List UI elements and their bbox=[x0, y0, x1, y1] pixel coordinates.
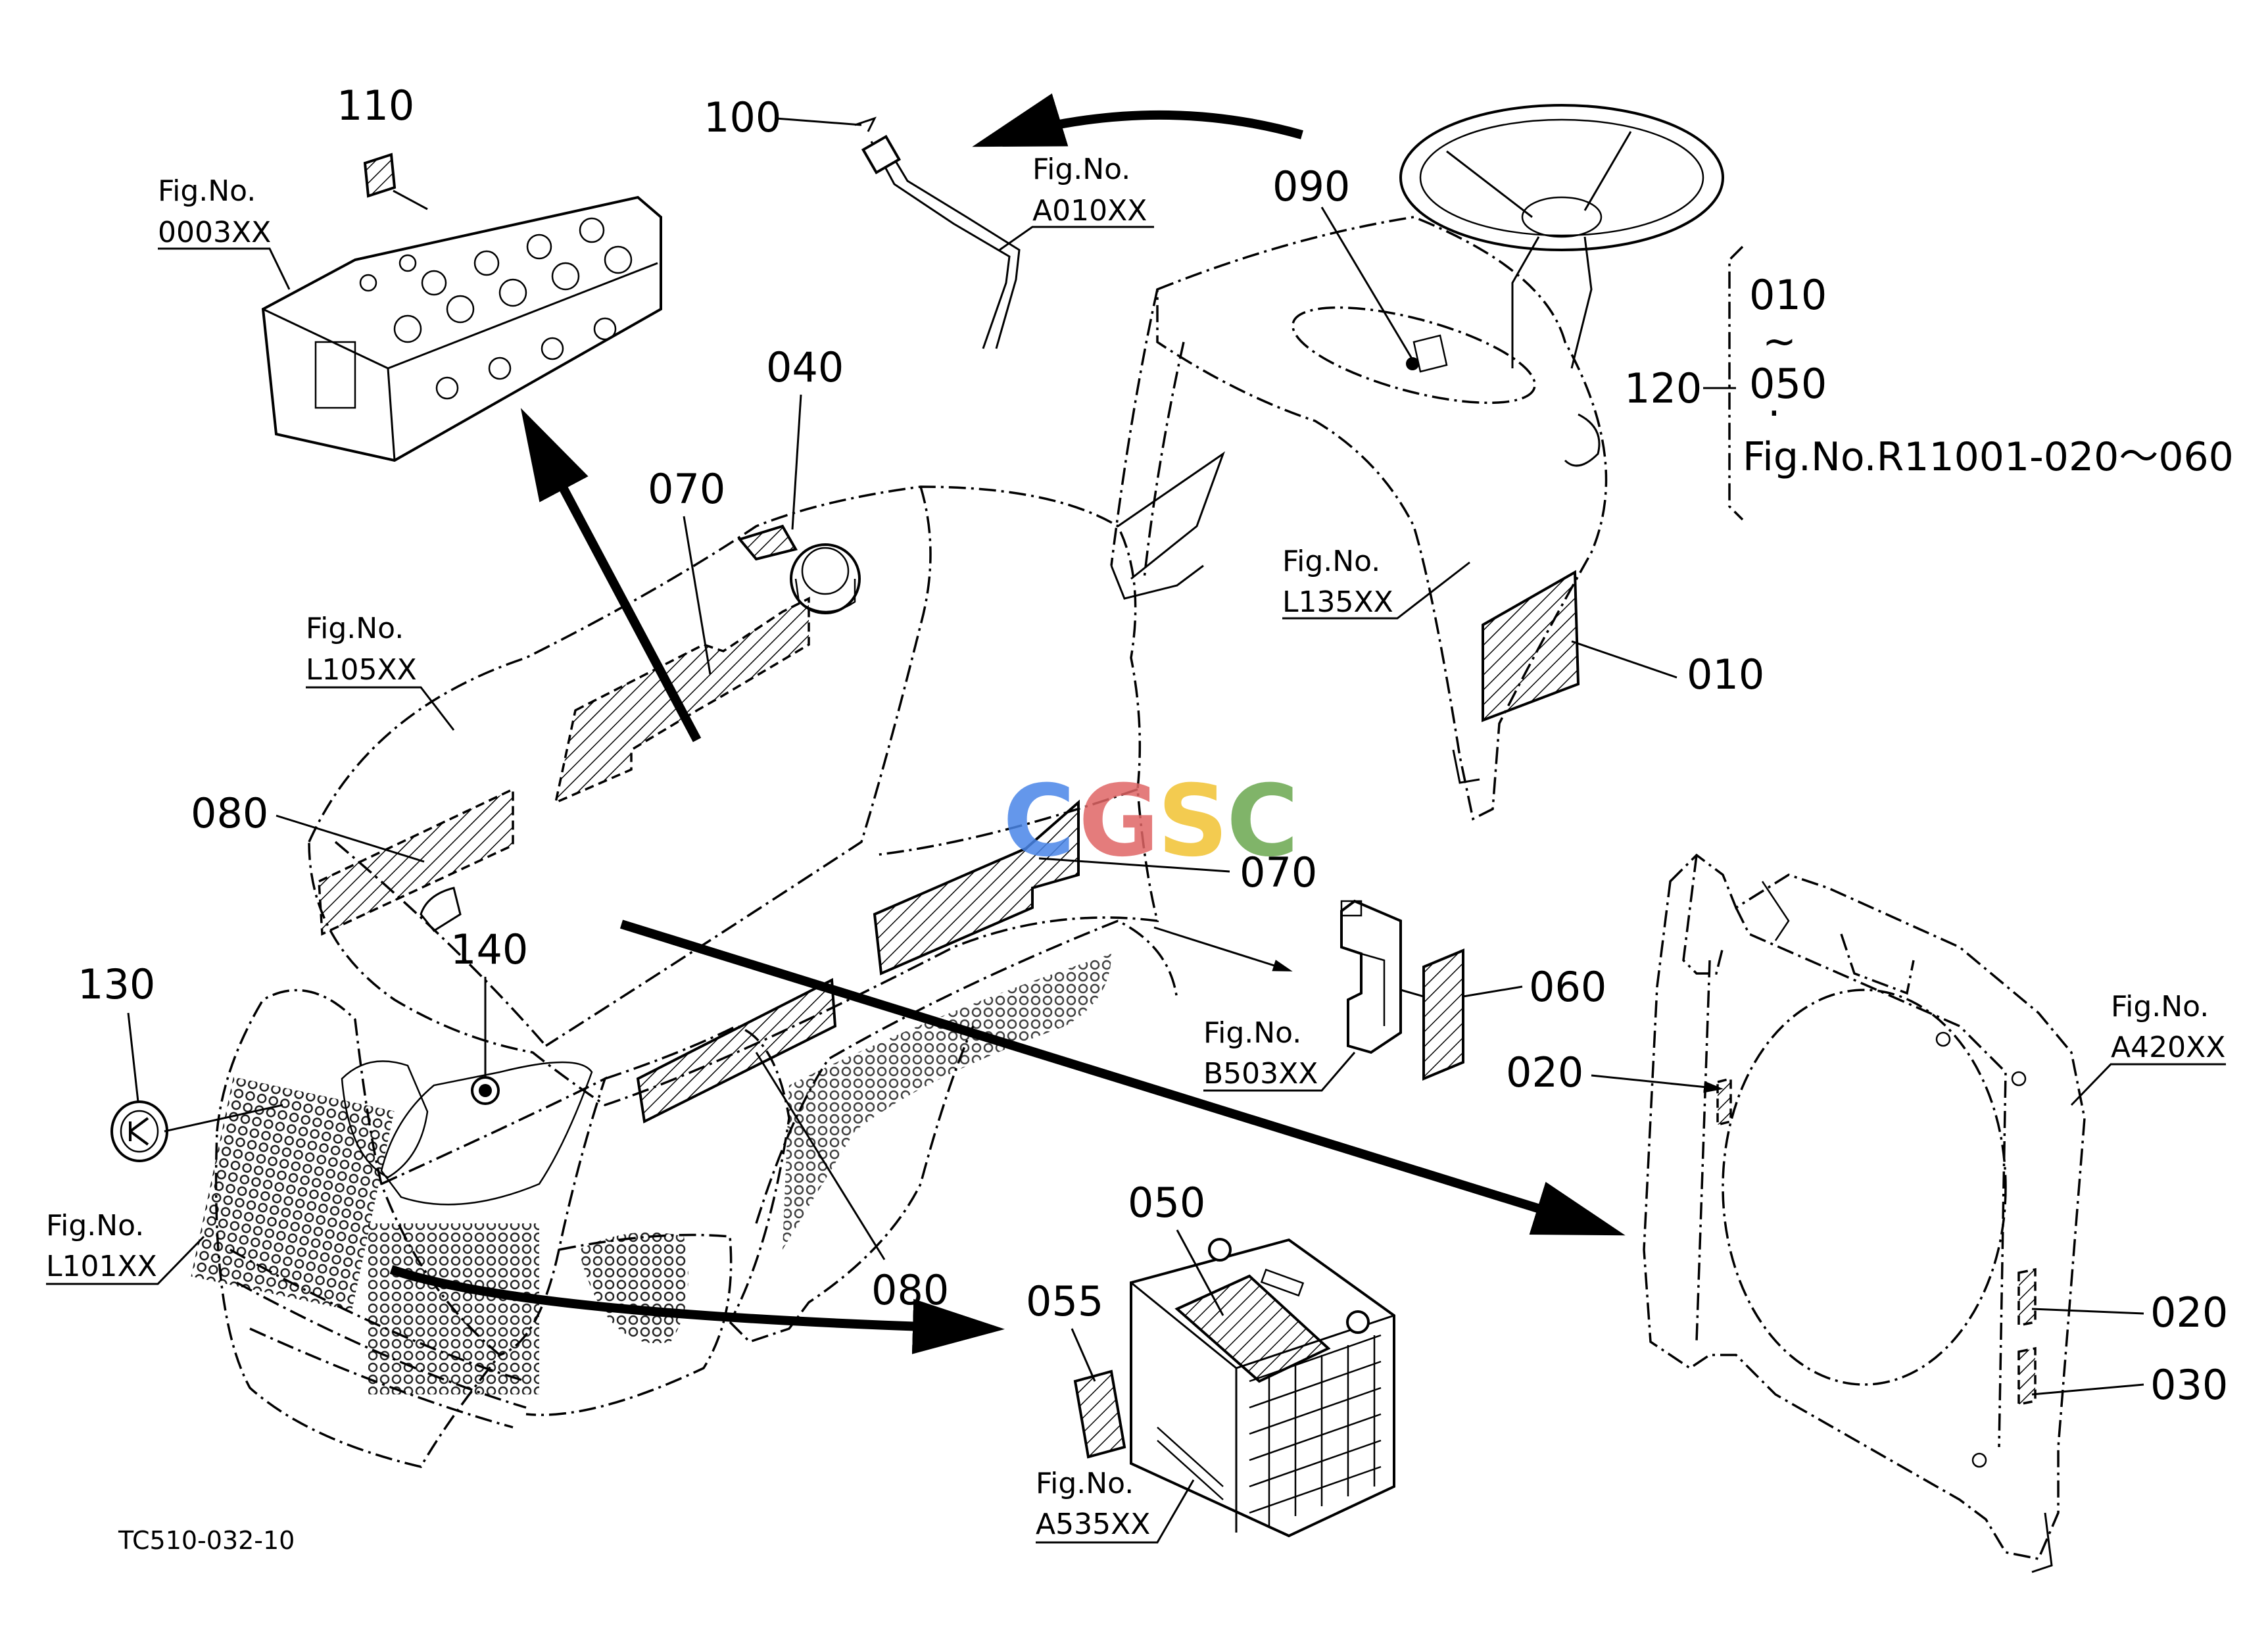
figref-0003-code: 0003XX bbox=[158, 216, 271, 249]
label-tilde: ~ bbox=[1762, 317, 1797, 365]
figref-0003-title: Fig.No. bbox=[158, 174, 256, 208]
decal-080-side bbox=[636, 977, 837, 1124]
label-080-hood: 080 bbox=[191, 789, 268, 837]
figref-L101-code: L101XX bbox=[46, 1250, 157, 1283]
svg-text:S: S bbox=[1157, 764, 1228, 879]
decal-030 bbox=[2017, 1346, 2037, 1406]
label-090: 090 bbox=[1272, 162, 1350, 210]
decal-040 bbox=[737, 524, 798, 561]
figref-L135-title: Fig.No. bbox=[1282, 545, 1380, 578]
arrow-cylinder-head bbox=[520, 408, 702, 743]
figref-A535-code: A535XX bbox=[1036, 1508, 1150, 1541]
decal-110 bbox=[363, 153, 397, 198]
figref-A535-title: Fig.No. bbox=[1036, 1467, 1134, 1500]
decal-070-top bbox=[554, 597, 810, 804]
figref-A010-code: A010XX bbox=[1032, 194, 1147, 228]
figref-L105-code: L105XX bbox=[306, 653, 417, 687]
decal-080-hood bbox=[318, 787, 514, 936]
figref-B503-title: Fig.No. bbox=[1203, 1016, 1301, 1050]
label-140: 140 bbox=[450, 925, 528, 973]
label-050-battery: 050 bbox=[1128, 1179, 1205, 1227]
battery-part bbox=[1130, 1238, 1395, 1538]
label-100: 100 bbox=[704, 93, 781, 141]
label-010-range: 010 bbox=[1749, 271, 1827, 319]
label-010-dash: 010 bbox=[1687, 651, 1764, 699]
decal-060 bbox=[1422, 948, 1464, 1081]
label-040: 040 bbox=[766, 343, 844, 391]
label-dot: · bbox=[1768, 389, 1781, 437]
steering-wheel-part bbox=[1399, 104, 1724, 369]
figref-B503-code: B503XX bbox=[1203, 1057, 1318, 1091]
wire-harness-part bbox=[854, 116, 1021, 349]
decal-020-lower bbox=[2017, 1267, 2037, 1327]
label-080-side: 080 bbox=[871, 1266, 949, 1314]
bracket-part bbox=[1340, 899, 1402, 1054]
arrow-wire bbox=[972, 93, 1303, 147]
figref-A010-title: Fig.No. bbox=[1032, 153, 1130, 186]
figref-L135-code: L135XX bbox=[1282, 585, 1393, 619]
decal-050-battery bbox=[1174, 1274, 1331, 1383]
label-060: 060 bbox=[1529, 963, 1606, 1011]
label-050-range: 050 bbox=[1749, 360, 1827, 408]
label-020-lower: 020 bbox=[2150, 1289, 2228, 1337]
figref-A420-title: Fig.No. bbox=[2111, 990, 2209, 1023]
label-030: 030 bbox=[2150, 1361, 2228, 1409]
figref-L101-title: Fig.No. bbox=[46, 1209, 144, 1242]
dash-panel-part bbox=[1110, 216, 1608, 821]
radiator-shroud-part bbox=[1643, 853, 2086, 1573]
drawing-code: TC510-032-10 bbox=[118, 1526, 295, 1555]
decal-055 bbox=[1073, 1369, 1126, 1459]
front-grille-part bbox=[191, 920, 1178, 1469]
label-110: 110 bbox=[337, 82, 414, 130]
svg-text:G: G bbox=[1078, 764, 1159, 879]
label-070-side: 070 bbox=[1240, 848, 1317, 897]
figref-L105-title: Fig.No. bbox=[306, 612, 404, 645]
hood-part bbox=[308, 485, 1159, 1106]
label-055: 055 bbox=[1026, 1277, 1103, 1325]
cylinder-head-part bbox=[261, 195, 662, 462]
label-070-top: 070 bbox=[648, 465, 725, 513]
svg-text:C: C bbox=[1003, 764, 1075, 879]
arrow-to-bracket bbox=[1153, 926, 1293, 971]
arrow-to-radiator-shroud bbox=[619, 920, 1626, 1236]
watermark-logo: C G S C bbox=[1003, 764, 1299, 879]
label-020-upper: 020 bbox=[1506, 1048, 1583, 1096]
decal-070-side bbox=[873, 799, 1080, 975]
decal-010-dash bbox=[1482, 570, 1580, 722]
svg-text:C: C bbox=[1226, 764, 1299, 879]
range-reference: Fig.No.R11001-020～060 bbox=[1743, 434, 2234, 480]
decal-020-upper bbox=[1716, 1077, 1732, 1127]
label-130: 130 bbox=[78, 960, 155, 1008]
figref-A420-code: A420XX bbox=[2111, 1031, 2225, 1064]
label-120: 120 bbox=[1624, 364, 1702, 412]
emblem-130 bbox=[110, 1100, 168, 1162]
arrow-to-battery bbox=[389, 1265, 1005, 1354]
